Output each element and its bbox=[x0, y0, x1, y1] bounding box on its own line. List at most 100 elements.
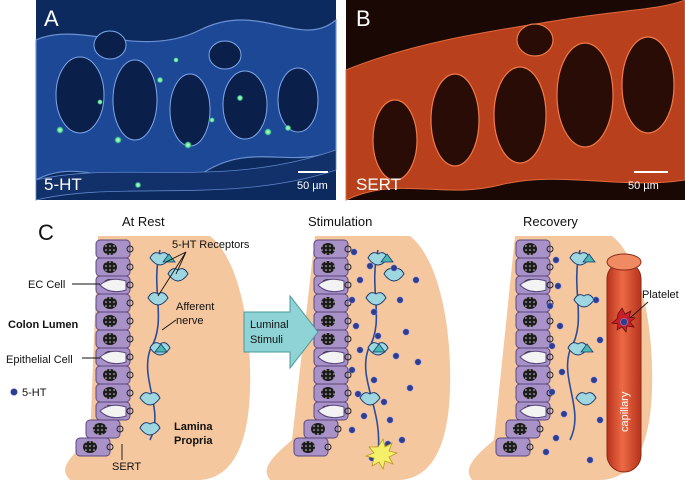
sert-transporter bbox=[546, 353, 554, 361]
panel-b-stain-label: SERT bbox=[356, 175, 401, 194]
label-afferent-line1: Afferent bbox=[176, 301, 214, 313]
sert-transporter bbox=[546, 371, 554, 379]
sert-transporter bbox=[344, 317, 352, 325]
nucleus bbox=[103, 297, 117, 309]
label-afferent-line2: nerve bbox=[176, 315, 204, 327]
label-colon-lumen: Colon Lumen bbox=[8, 319, 79, 331]
label-epithelial-cell: Epithelial Cell bbox=[6, 354, 73, 366]
sert-transporter bbox=[344, 353, 352, 361]
label-5ht-legend: 5-HT bbox=[22, 387, 47, 399]
nucleus bbox=[513, 423, 527, 435]
serotonin-molecule bbox=[414, 358, 422, 366]
platelet bbox=[611, 307, 636, 333]
nucleus bbox=[93, 423, 107, 435]
platelet-pointer bbox=[629, 301, 649, 319]
ec-cell bbox=[519, 350, 547, 365]
sert-transporter bbox=[116, 425, 124, 433]
sert-transporter bbox=[126, 281, 134, 289]
serotonin-molecule bbox=[552, 256, 560, 264]
serotonin-molecule bbox=[596, 416, 604, 424]
serotonin-molecule bbox=[402, 328, 410, 336]
receptor-pointer-arrows bbox=[157, 251, 187, 297]
serotonin-molecule bbox=[380, 398, 388, 406]
tissue-recovery bbox=[468, 236, 653, 480]
ec-cell bbox=[99, 278, 127, 293]
serotonin-molecule bbox=[548, 342, 556, 350]
serotonin-molecule bbox=[592, 296, 600, 304]
serotonin-recovery bbox=[542, 256, 604, 464]
sert-transporter bbox=[126, 353, 134, 361]
nucleus bbox=[503, 441, 517, 453]
afferent-pointer bbox=[161, 319, 177, 331]
serotonin-molecule bbox=[356, 276, 364, 284]
serotonin-molecule bbox=[348, 426, 356, 434]
stage-title-stimulation: Stimulation bbox=[308, 214, 372, 229]
serotonin-molecule bbox=[398, 436, 406, 444]
serotonin-molecule bbox=[356, 346, 364, 354]
sert-transporter bbox=[126, 407, 134, 415]
sert-transporter bbox=[334, 425, 342, 433]
capillary: capillary bbox=[606, 253, 642, 473]
nerve-activation-burst-icon bbox=[364, 437, 399, 471]
nucleus bbox=[83, 441, 97, 453]
nucleus bbox=[321, 297, 335, 309]
sert-transporter bbox=[344, 371, 352, 379]
sert-transporter bbox=[126, 371, 134, 379]
serotonin-molecule bbox=[412, 276, 420, 284]
serotonin-molecule bbox=[396, 296, 404, 304]
serotonin-molecule bbox=[390, 264, 398, 272]
serotonin-molecule bbox=[552, 434, 560, 442]
label-platelet: Platelet bbox=[642, 289, 679, 301]
serotonin-molecule bbox=[348, 296, 356, 304]
serotonin-molecule bbox=[542, 448, 550, 456]
afferent-nerve-rest bbox=[146, 249, 161, 441]
sert-transporter bbox=[344, 263, 352, 271]
sert-transporter bbox=[546, 245, 554, 253]
serotonin-released-stimulation bbox=[348, 248, 422, 462]
ec-cell bbox=[317, 404, 345, 419]
stage-title-rest: At Rest bbox=[122, 214, 165, 229]
ec-cell bbox=[519, 278, 547, 293]
nucleus bbox=[311, 423, 325, 435]
luminal-stimuli-label-line2: Stimuli bbox=[250, 334, 283, 346]
stage-title-recovery: Recovery bbox=[523, 214, 578, 229]
panel-a-ec-cells bbox=[56, 57, 292, 189]
panel-b-crypts bbox=[372, 23, 675, 181]
serotonin-molecule bbox=[548, 388, 556, 396]
nucleus bbox=[321, 315, 335, 327]
sert-transporter bbox=[324, 443, 332, 451]
serotonin-molecule bbox=[386, 416, 394, 424]
sert-transporter bbox=[526, 443, 534, 451]
panel-a: A 5-HT 50 µm bbox=[35, 0, 337, 201]
nucleus bbox=[301, 441, 315, 453]
ec-cell bbox=[519, 404, 547, 419]
nucleus bbox=[523, 333, 537, 345]
label-lamina-line1: Lamina bbox=[174, 421, 213, 433]
nucleus bbox=[103, 315, 117, 327]
capillary-label: capillary bbox=[619, 391, 631, 432]
panel-a-crypts bbox=[55, 30, 319, 147]
nucleus bbox=[523, 315, 537, 327]
nucleus bbox=[321, 333, 335, 345]
sert-transporter bbox=[546, 407, 554, 415]
nucleus bbox=[321, 261, 335, 273]
sert-transporter bbox=[344, 389, 352, 397]
sert-transporter bbox=[126, 299, 134, 307]
nucleus bbox=[523, 261, 537, 273]
nucleus bbox=[523, 369, 537, 381]
serotonin-molecule bbox=[366, 262, 374, 270]
sert-transporter bbox=[126, 245, 134, 253]
serotonin-molecule bbox=[350, 248, 358, 256]
tissue-stimulation bbox=[266, 236, 451, 480]
panel-a-stain-label: 5-HT bbox=[44, 175, 82, 194]
serotonin-molecule bbox=[370, 308, 378, 316]
sert-transporter bbox=[546, 281, 554, 289]
nucleus bbox=[103, 369, 117, 381]
nucleus bbox=[103, 243, 117, 255]
serotonin-molecule bbox=[558, 368, 566, 376]
luminal-stimuli-label-line1: Luminal bbox=[250, 319, 289, 331]
sert-transporter bbox=[344, 335, 352, 343]
nucleus bbox=[103, 333, 117, 345]
serotonin-molecule bbox=[560, 410, 568, 418]
